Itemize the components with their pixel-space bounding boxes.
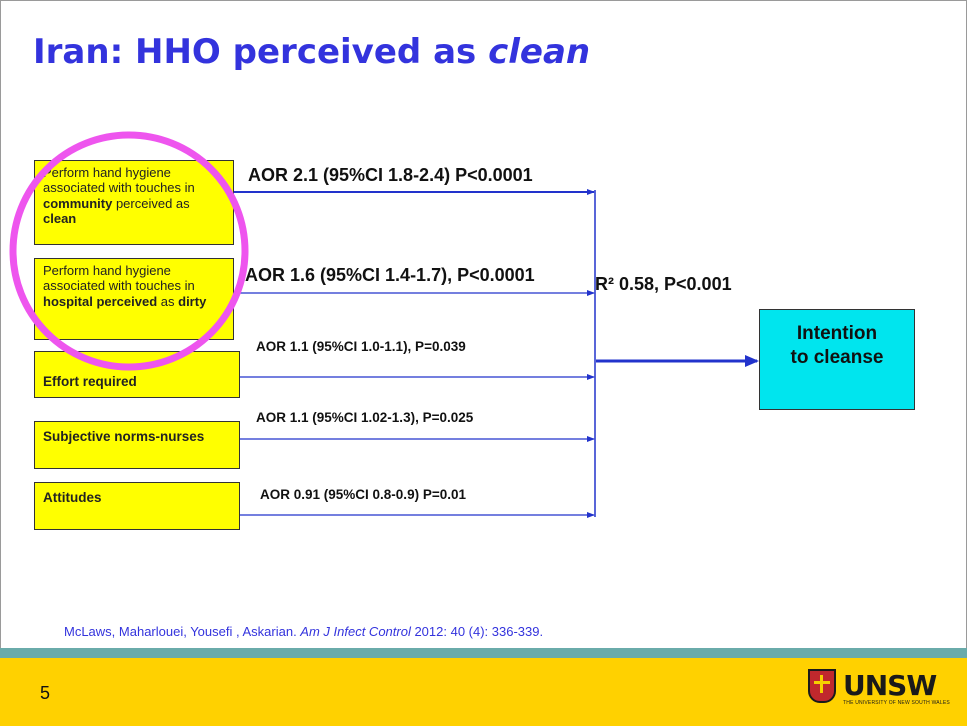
aor-hospital: AOR 1.6 (95%CI 1.4-1.7), P<0.0001 — [245, 265, 535, 285]
outcome-line-1: Intention — [796, 323, 878, 344]
predictor-subjective-norms: Subjective norms-nurses — [34, 421, 240, 469]
aor-attitudes: AOR 0.91 (95%CI 0.8-0.9) P=0.01 — [260, 487, 466, 502]
predictor-text-part: community — [43, 195, 113, 211]
unsw-crest-icon — [808, 669, 836, 703]
predictor-label: Subjective norms-nurses — [43, 429, 205, 444]
predictor-text: Perform hand hygiene associated with tou… — [43, 165, 195, 226]
logo-subtitle: THE UNIVERSITY OF NEW SOUTH WALES — [843, 700, 950, 706]
title-prefix: Iran: HHO perceived as — [33, 32, 489, 72]
predictor-text-part: clean — [43, 210, 77, 226]
predictor-community-clean: Perform hand hygiene associated with tou… — [34, 160, 234, 245]
aor-norms: AOR 1.1 (95%CI 1.02-1.3), P=0.025 — [256, 410, 474, 425]
slide-title: Iran: HHO perceived as clean — [33, 32, 590, 72]
predictor-attitudes: Attitudes — [34, 482, 240, 530]
predictor-text-part: Perform hand hygiene associated with tou… — [43, 263, 195, 294]
aor-community: AOR 2.1 (95%CI 1.8-2.4) P<0.0001 — [248, 165, 533, 185]
title-emphasis: clean — [488, 32, 591, 72]
predictor-text-part: dirty — [178, 293, 207, 309]
predictor-effort: Effort required — [34, 351, 240, 398]
predictor-hospital-dirty: Perform hand hygiene associated with tou… — [34, 258, 234, 340]
logo-wordmark: UNSW — [843, 669, 937, 702]
aor-effort: AOR 1.1 (95%CI 1.0-1.1), P=0.039 — [256, 339, 466, 354]
predictor-text-part: perceived as — [112, 195, 190, 211]
citation-journal: Am J Infect Control — [300, 624, 411, 639]
outcome-line-2: to cleanse — [790, 346, 884, 368]
citation-details: 2012: 40 (4): 336-339. — [410, 624, 544, 639]
citation-authors: McLaws, Maharlouei, Yousefi , Askarian. — [64, 624, 301, 639]
footer-band — [0, 648, 967, 658]
citation: McLaws, Maharlouei, Yousefi , Askarian. … — [64, 624, 543, 639]
predictor-label: Attitudes — [43, 490, 102, 505]
predictor-text-part: hospital perceived — [43, 293, 158, 309]
model-fit-r2: R² 0.58, P<0.001 — [595, 274, 732, 294]
outcome-intention-box: Intention to cleanse — [759, 309, 915, 410]
predictor-text-part: as — [157, 293, 179, 309]
predictor-label: Effort required — [43, 374, 137, 389]
page-number: 5 — [40, 683, 51, 703]
footer — [0, 658, 967, 726]
unsw-logo: UNSW — [808, 669, 937, 703]
predictor-text: Perform hand hygiene associated with tou… — [43, 263, 206, 309]
predictor-text-part: Perform hand hygiene associated with tou… — [43, 165, 195, 196]
